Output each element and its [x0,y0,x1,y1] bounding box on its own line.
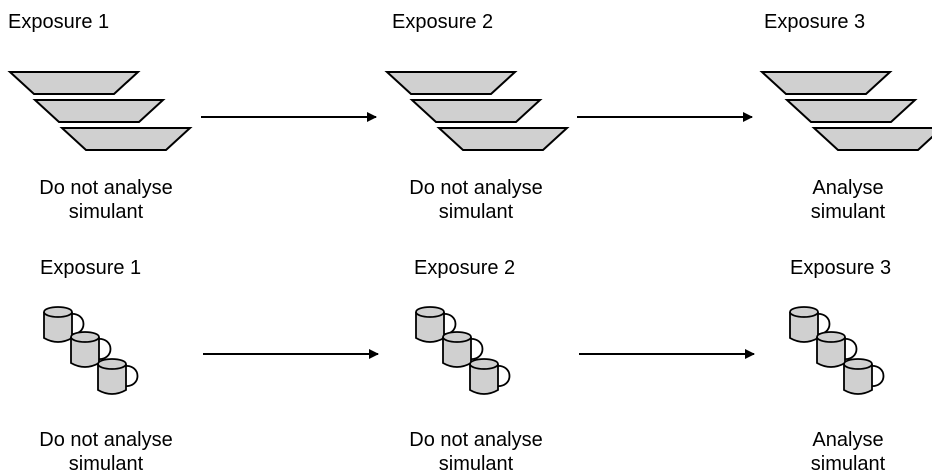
caption-line: Do not analyse [409,429,543,451]
top-exposure-3-caption: Analyse simulant [748,176,932,224]
top-exposure-2-title: Exposure 2 [392,11,494,33]
bottom-exposure-3-caption: Analyse simulant [748,428,932,476]
bottom-exposure-1-title: Exposure 1 [40,257,142,279]
caption-line: simulant [438,453,514,475]
caption-line: Analyse [812,429,884,451]
caption-line: simulant [68,201,144,223]
top-exposure-2-caption: Do not analyse simulant [376,176,576,224]
bottom-exposure-1-caption: Do not analyse simulant [6,428,206,476]
top-exposure-1-title: Exposure 1 [8,11,110,33]
bottom-exposure-3-title: Exposure 3 [790,257,892,279]
caption-line: simulant [438,201,514,223]
caption-line: simulant [810,453,886,475]
bottom-exposure-2-caption: Do not analyse simulant [376,428,576,476]
caption-line: simulant [68,453,144,475]
tray-stack-icon [9,71,191,151]
caption-line: Analyse [812,177,884,199]
mug-stack-icon [43,306,139,395]
caption-line: Do not analyse [409,177,543,199]
top-exposure-3-title: Exposure 3 [764,11,866,33]
mug-stack-icon [415,306,511,395]
caption-line: Do not analyse [39,429,173,451]
caption-line: Do not analyse [39,177,173,199]
caption-line: simulant [810,201,886,223]
bottom-exposure-2-title: Exposure 2 [414,257,516,279]
mug-stack-icon [789,306,885,395]
top-exposure-1-caption: Do not analyse simulant [6,176,206,224]
tray-stack-icon [761,71,932,151]
tray-stack-icon [386,71,568,151]
